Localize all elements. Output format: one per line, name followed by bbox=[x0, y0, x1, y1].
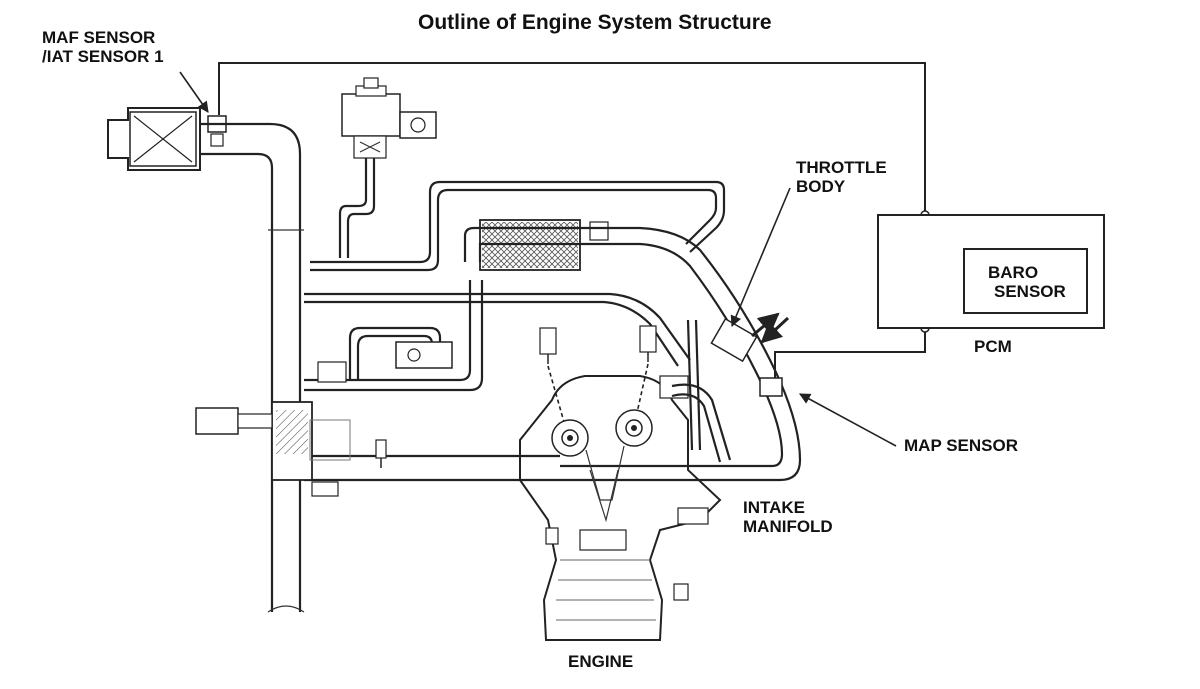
intake-manifold-label: INTAKE MANIFOLD bbox=[743, 498, 833, 536]
throttle-body-pipe bbox=[463, 226, 802, 482]
throttle-actuator bbox=[195, 401, 351, 497]
diagram-title: Outline of Engine System Structure bbox=[418, 11, 772, 34]
maf-sensor-label-line2: /IAT SENSOR 1 bbox=[42, 47, 164, 66]
vacuum-lines bbox=[304, 280, 691, 392]
throttle-body-label: THROTTLE BODY bbox=[796, 158, 887, 196]
engine-label: ENGINE bbox=[568, 652, 634, 671]
intake-manifold-label-line2: MANIFOLD bbox=[743, 517, 833, 536]
intake-manifold bbox=[671, 319, 732, 463]
lower-intake-tube bbox=[304, 439, 560, 482]
maf-sensor bbox=[207, 115, 227, 147]
throttle-body-label-line1: THROTTLE bbox=[796, 158, 887, 177]
solenoid-valve-middle bbox=[317, 326, 453, 383]
baro-sensor-label-line1: BARO bbox=[988, 263, 1039, 282]
solenoid-valve-upper bbox=[338, 77, 437, 258]
baro-sensor-box bbox=[963, 248, 1088, 314]
purge-line bbox=[310, 180, 726, 272]
maf-sensor-label: MAF SENSOR /IAT SENSOR 1 bbox=[42, 28, 164, 66]
throttle-body-label-line2: BODY bbox=[796, 177, 846, 196]
engine-block bbox=[519, 375, 722, 641]
intake-manifold-label-line1: INTAKE bbox=[743, 498, 806, 517]
baro-sensor-label-line2: SENSOR bbox=[994, 282, 1066, 301]
map-sensor-label: MAP SENSOR bbox=[904, 436, 1018, 455]
pcm-label: PCM bbox=[974, 337, 1012, 356]
leader-lines bbox=[179, 71, 897, 447]
fuel-injector-left bbox=[539, 327, 569, 437]
baro-sensor-label: BARO SENSOR bbox=[988, 263, 1066, 301]
maf-sensor-label-line1: MAF SENSOR bbox=[42, 28, 156, 47]
air-cleaner bbox=[107, 107, 201, 171]
intake-duct bbox=[200, 122, 305, 613]
